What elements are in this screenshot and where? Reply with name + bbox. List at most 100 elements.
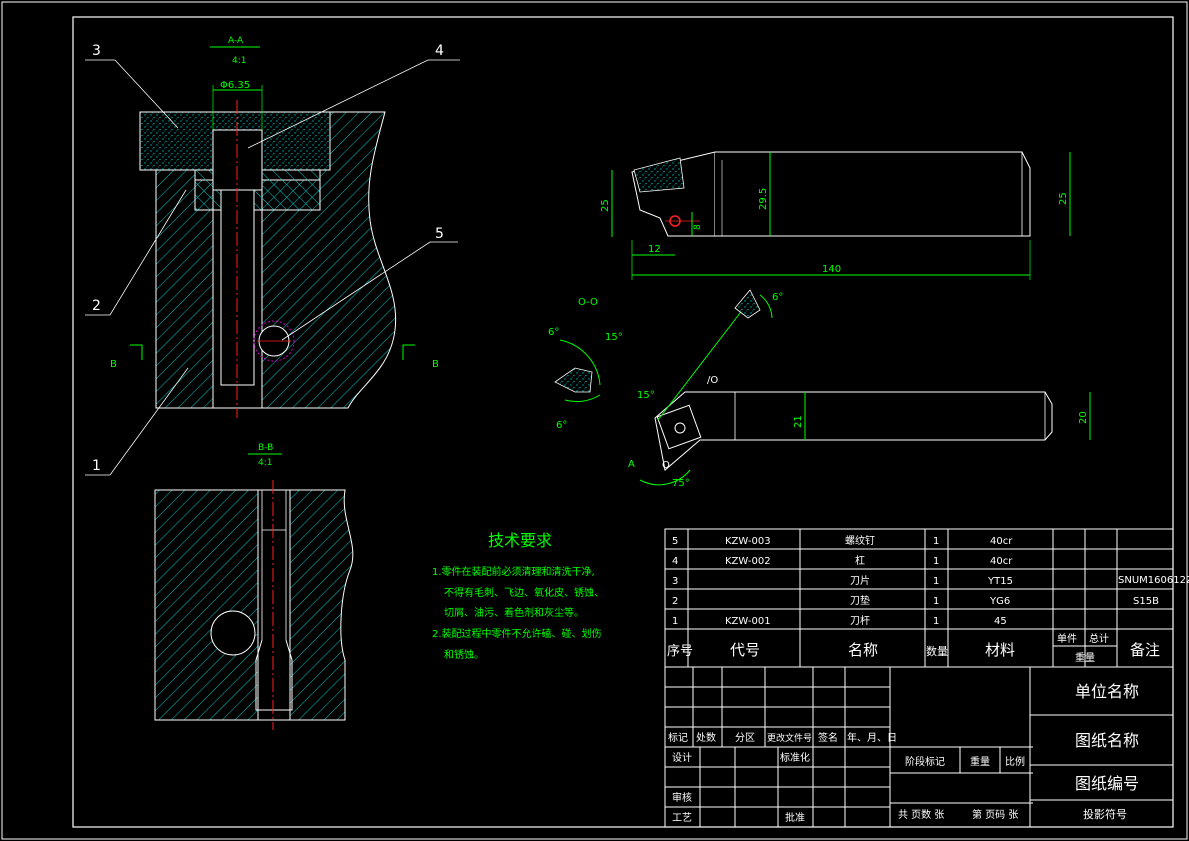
tech-req-line: 切屑、油污、着色剂和灰尘等。 [444, 606, 584, 619]
balloon-1: 1 [92, 458, 101, 474]
shank-side [715, 151, 1031, 237]
tb-process: 工艺 [672, 812, 692, 824]
tb-stage: 阶段标记 [905, 755, 945, 768]
tb-approve: 批准 [785, 811, 805, 824]
dim-bore-text: Φ6.35 [220, 80, 250, 91]
dim-20-text: 20 [1078, 411, 1089, 424]
technical-requirements: 技术要求 1.零件在装配前必须清理和清洗干净, 不得有毛刺、飞边、氧化皮、锈蚀、… [432, 531, 604, 661]
tech-req-title: 技术要求 [488, 531, 552, 550]
bom-cell: KZW-001 [725, 616, 771, 627]
bom-header-name: 名称 [848, 641, 878, 659]
tb-sheet-no: 第 页码 张 [972, 808, 1018, 821]
leader-3 [85, 59, 179, 129]
bom-header-remark: 备注 [1130, 641, 1160, 659]
bom-cell: 4 [672, 556, 678, 567]
view-label-o2: /O [707, 375, 718, 386]
bom-cell: 1 [672, 616, 678, 627]
section-marker-b-right [402, 344, 415, 360]
bom-cell: 5 [672, 536, 678, 547]
tech-req-line: 2.装配过程中零件不允许磕、碰、划伤 [432, 627, 602, 640]
inner-border [72, 16, 1174, 828]
dim-29-5-text: 29.5 [758, 188, 769, 210]
tb-zone: 分区 [735, 732, 755, 744]
tb-sheets: 共 页数 张 [898, 808, 944, 821]
bom-cell: 1 [933, 576, 939, 587]
dim-25-left-text: 25 [600, 199, 611, 212]
view-label-oo: O-O [578, 297, 598, 308]
bom-cell: 螺纹钉 [845, 534, 875, 547]
insert-hole [674, 422, 686, 434]
insert-detail-top [734, 289, 761, 319]
tech-req-line: 1.零件在装配前必须清理和清洗干净, [432, 565, 595, 578]
drawing-name: 图纸名称 [1075, 731, 1139, 750]
angle-6-left: 6° [548, 327, 559, 338]
bom-cell: 1 [933, 556, 939, 567]
tech-req-line: 和锈蚀。 [444, 648, 484, 661]
bom-header-weight: 重量 [1075, 651, 1095, 664]
section-marker-b-left [130, 344, 143, 360]
bom-cell: YT15 [987, 576, 1013, 587]
bom-cell: KZW-003 [725, 536, 771, 547]
bom-remark: S15B [1133, 596, 1159, 607]
bom-cell: 刀垫 [850, 594, 870, 607]
angle-arc-75 [639, 469, 691, 486]
projection-symbol: 投影符号 [1083, 807, 1127, 821]
screw-thread [253, 320, 295, 362]
bom-cell: 刀杆 [850, 615, 870, 627]
dim-8-text: 8 [693, 224, 703, 230]
angle-arc [759, 294, 773, 319]
angle-15-right: 15° [605, 332, 623, 343]
bom-cell: 刀片 [850, 574, 870, 587]
section-bb-scale: 4:1 [258, 458, 272, 468]
bom-header-material: 材料 [985, 641, 1015, 659]
bom-cell: 40cr [990, 556, 1013, 567]
tech-req-line: 不得有毛刺、飞边、氧化皮、锈蚀、 [444, 586, 604, 599]
balloon-5: 5 [435, 226, 444, 242]
bom-header-code: 代号 [730, 641, 760, 659]
angle-6-top: 6° [772, 292, 783, 303]
balloon-3: 3 [92, 43, 101, 59]
bom-cell: 1 [933, 596, 939, 607]
tool-side-view: 25 29.5 8 12 140 25 [600, 151, 1071, 280]
angle-arc-oo [559, 339, 601, 386]
bom-header-qty: 数量 [926, 645, 948, 658]
tb-ratio: 比例 [1005, 755, 1025, 768]
dim-25-right-text: 25 [1058, 192, 1069, 205]
bom-cell: KZW-002 [725, 556, 771, 567]
bom-rows: 5 KZW-003 螺纹钉 1 40cr 4 KZW-002 杠 1 40cr … [667, 534, 1189, 664]
bom-header-total-weight: 总计 [1089, 632, 1109, 645]
tool-top-view: 21 20 6° /O O-O 6° 15° 6° 15° 75° O A [548, 289, 1091, 489]
angle-15-mid: 15° [637, 390, 655, 401]
tb-date: 年、月、日 [847, 731, 897, 744]
section-label-b-left: B [110, 359, 117, 370]
leader-2 [85, 189, 187, 316]
bom-cell: YG6 [989, 596, 1010, 607]
lever-bore-b [257, 489, 291, 721]
tb-check: 审核 [672, 791, 692, 804]
tb-change-doc: 更改文件号 [767, 732, 812, 744]
bom-cell: 45 [994, 616, 1007, 627]
bom-remark: SNUM160612Z-A4 [1118, 575, 1189, 586]
balloon-4: 4 [435, 43, 444, 59]
tb-mark: 标记 [668, 732, 688, 744]
title-block-grid [664, 666, 1174, 828]
shank-top [654, 391, 1053, 471]
section-label-b-right: B [432, 359, 439, 370]
bom-header-unit-weight: 单件 [1057, 633, 1077, 645]
bom-cell: 3 [672, 576, 678, 587]
tb-design: 设计 [672, 751, 692, 764]
toolholder-body-section-b [154, 489, 354, 721]
section-bb-title: B-B [258, 443, 273, 453]
insert-side [633, 157, 685, 193]
tb-count: 处数 [696, 731, 716, 744]
view-label-a: A [628, 459, 635, 470]
leader-4 [247, 59, 460, 149]
unit-name: 单位名称 [1075, 682, 1139, 701]
bom-cell: 1 [933, 616, 939, 627]
angle-arc-oo-2 [564, 394, 601, 403]
section-a-a-view: Φ6.35 A-A 4:1 3 4 2 5 1 B B [85, 36, 460, 476]
view-label-o1: O [662, 460, 670, 471]
screw-section [210, 610, 256, 656]
